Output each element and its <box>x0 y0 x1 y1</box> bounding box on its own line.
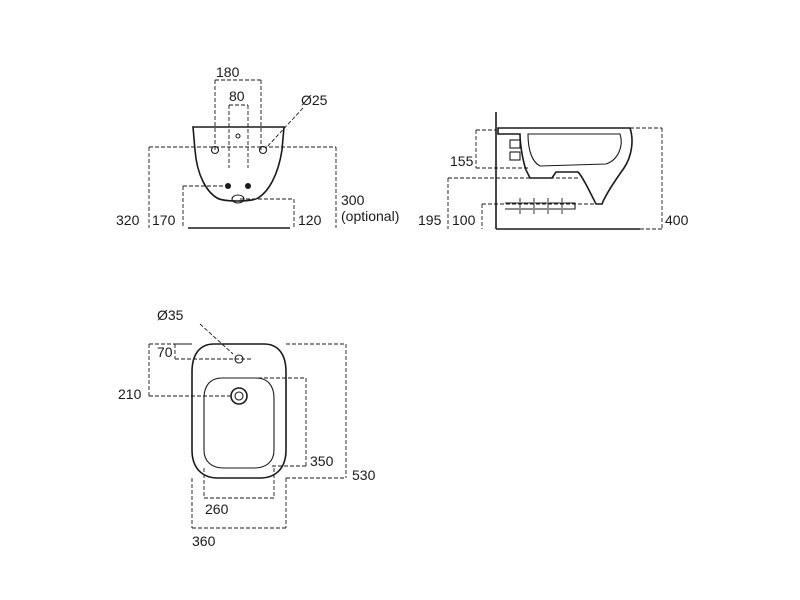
side-dim-400: 400 <box>665 212 689 228</box>
front-dim-optional: (optional) <box>341 208 399 224</box>
side-fixing-bolt-upper <box>509 139 521 149</box>
top-dim-210: 210 <box>118 386 142 402</box>
top-dim-260: 260 <box>205 501 229 517</box>
top-view: Ø35 70 210 350 530 260 360 <box>118 307 376 549</box>
front-dim-80: 80 <box>229 88 245 104</box>
front-dim-120: 120 <box>298 212 322 228</box>
top-drain-outer <box>230 387 248 405</box>
front-bidet-outline <box>192 126 285 202</box>
front-dim-180: 180 <box>216 64 240 80</box>
side-dim-100: 100 <box>452 212 476 228</box>
side-dim-155: 155 <box>450 153 474 169</box>
front-view: 180 80 Ø25 320 170 120 300 (optional) <box>116 64 399 229</box>
side-bowl-inner <box>527 133 622 167</box>
side-fixing-bolt-lower <box>509 151 521 161</box>
top-drain-inner <box>234 391 244 401</box>
side-dim-195: 195 <box>418 212 442 228</box>
top-dim-350: 350 <box>310 453 334 469</box>
top-dim-d35: Ø35 <box>157 307 184 323</box>
top-dim-530: 530 <box>352 467 376 483</box>
side-waste-pipe <box>505 202 576 210</box>
top-inner-bowl <box>203 377 275 469</box>
front-fixing-hole-right <box>258 145 268 155</box>
front-dim-320: 320 <box>116 212 140 228</box>
front-dim-d25: Ø25 <box>301 92 328 108</box>
side-bidet-profile <box>497 127 633 205</box>
top-outer-rim <box>191 343 287 479</box>
front-dim-170: 170 <box>152 212 176 228</box>
front-tap-hole <box>235 133 241 139</box>
side-view: 155 195 100 400 <box>418 112 689 230</box>
top-dim-70: 70 <box>157 344 173 360</box>
front-supply-right <box>245 183 251 189</box>
top-dim-360: 360 <box>192 533 216 549</box>
front-dim-300: 300 <box>341 192 365 208</box>
